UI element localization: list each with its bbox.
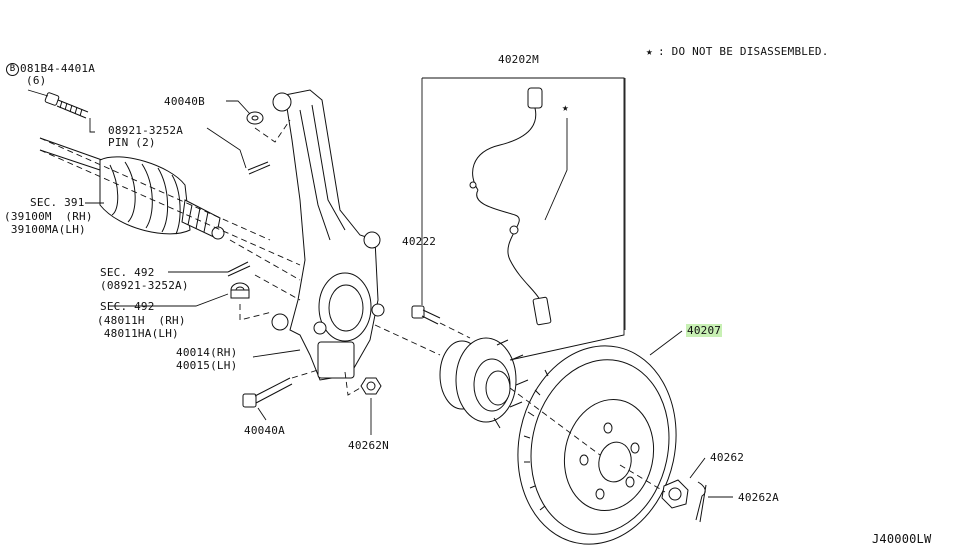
disassembly-note: : DO NOT BE DISASSEMBLED. [658,45,829,58]
label-40014-rh[interactable]: 40014(RH) [176,346,238,359]
steering-knuckle-illustration [271,89,385,381]
label-40040A[interactable]: 40040A [244,424,285,437]
hub-bearing-illustration [439,337,529,429]
leader-lines [27,77,733,498]
label-40202M[interactable]: 40202M [498,53,539,66]
label-40262N[interactable]: 40262N [348,439,389,452]
bolt-code-circle: B [6,63,19,76]
diagram-code: J40000LW [872,532,932,546]
label-08921-3252A-sec492: (08921-3252A) [100,279,189,292]
cotter-pin-and-nut-illustrations [227,111,382,408]
wheel-speed-sensor-illustration [469,87,552,326]
label-40262A[interactable]: 40262A [738,491,779,504]
hub-bolt-illustration [44,92,89,119]
label-081B4-4401A-qty: (6) [26,74,47,87]
hub-mounting-bolt-illustration [411,305,441,325]
label-sec-391[interactable]: SEC. 391 [30,196,85,209]
label-39100M-rh[interactable]: (39100M (RH) [4,210,93,223]
sensor-star: ★ [562,101,569,114]
label-48011HA-lh[interactable]: 48011HA(LH) [97,327,179,340]
label-081B4-4401A[interactable]: 081B4-4401A [20,62,96,75]
label-40207-text: 40207 [686,324,723,337]
drive-shaft-illustration [39,137,225,240]
label-48011H-rh[interactable]: (48011H (RH) [97,314,186,327]
label-40015-lh[interactable]: 40015(LH) [176,359,238,372]
assembly-dashed-lines [39,119,666,493]
label-sec-492-b[interactable]: SEC. 492 [100,300,155,313]
label-pin-qty: PIN (2) [108,136,156,149]
axle-nut-and-pin-illustration [661,479,707,523]
label-40040B[interactable]: 40040B [164,95,205,108]
label-40222[interactable]: 40222 [402,235,437,248]
label-39100MA-lh[interactable]: 39100MA(LH) [4,223,86,236]
label-08921-3252A-pin[interactable]: 08921-3252A [108,124,184,137]
label-sec-492-a[interactable]: SEC. 492 [100,266,155,279]
brake-rotor-illustration [517,345,677,545]
note-star: ★ [646,45,653,58]
label-40262[interactable]: 40262 [710,451,745,464]
label-40207[interactable]: 40207 [686,324,723,337]
